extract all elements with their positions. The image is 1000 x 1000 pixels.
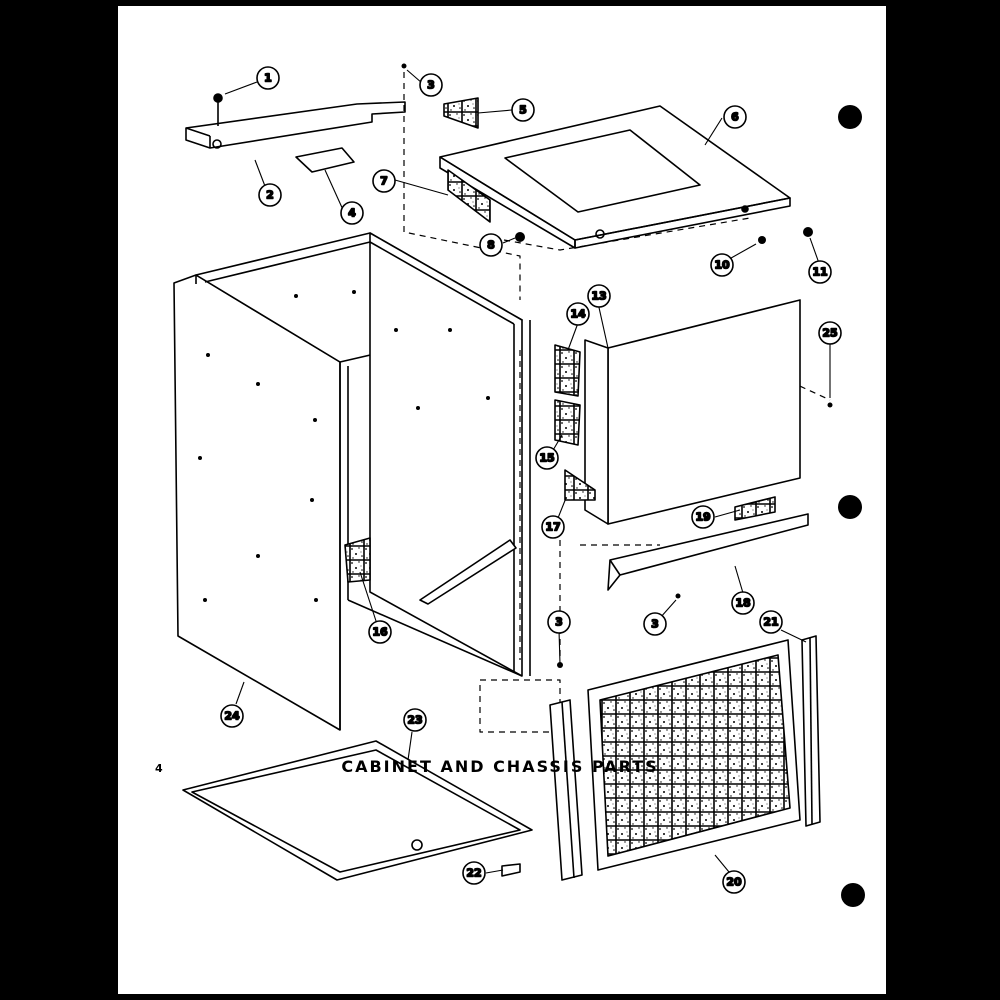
svg-text:11: 11 <box>812 266 827 279</box>
svg-text:10: 10 <box>714 259 730 272</box>
svg-text:1: 1 <box>264 72 272 85</box>
corner-bracket <box>443 97 479 129</box>
front-panel <box>554 299 801 525</box>
callout-21: 21 <box>759 610 783 634</box>
callout-19: 19 <box>691 505 715 529</box>
callout-11: 11 <box>808 260 832 284</box>
base-pan <box>182 740 533 881</box>
callout-6: 6 <box>723 105 747 129</box>
page-title: CABINET AND CHASSIS PARTS <box>341 757 659 776</box>
small-plate <box>295 147 355 173</box>
base-clip <box>501 863 521 877</box>
svg-text:6: 6 <box>731 111 739 124</box>
screws <box>401 63 833 668</box>
svg-text:19: 19 <box>695 511 710 524</box>
svg-text:7: 7 <box>380 175 388 188</box>
callout-25: 25 <box>818 321 842 345</box>
top-panel <box>439 105 791 249</box>
svg-text:23: 23 <box>407 714 422 727</box>
filter-guide-left <box>549 699 583 881</box>
svg-text:4: 4 <box>348 207 356 220</box>
callout-22: 22 <box>462 861 486 885</box>
page-number: 4 <box>155 762 163 775</box>
svg-text:13: 13 <box>591 290 606 303</box>
svg-text:16: 16 <box>372 626 388 639</box>
callout-3-cabinet: 3 <box>547 610 571 634</box>
svg-text:18: 18 <box>735 597 750 610</box>
air-filter <box>587 639 801 871</box>
svg-text:20: 20 <box>726 876 742 889</box>
callout-16: 16 <box>368 620 392 644</box>
svg-text:24: 24 <box>224 710 240 723</box>
callout-23: 23 <box>403 708 427 732</box>
svg-text:25: 25 <box>822 327 837 340</box>
callout-14: 14 <box>566 302 590 326</box>
svg-text:8: 8 <box>487 239 495 252</box>
callout-7: 7 <box>372 169 396 193</box>
svg-text:3: 3 <box>427 79 435 92</box>
callout-17: 17 <box>541 515 565 539</box>
svg-text:5: 5 <box>519 104 527 117</box>
callout-balloons: 1 2 3 4 5 6 7 8 10 11 13 14 15 16 17 18 … <box>220 66 842 894</box>
binder-holes <box>838 105 865 907</box>
svg-text:3: 3 <box>555 616 563 629</box>
callout-20: 20 <box>722 870 746 894</box>
callout-15: 15 <box>535 446 559 470</box>
callout-3-rail: 3 <box>643 612 667 636</box>
svg-text:14: 14 <box>570 308 586 321</box>
callout-2: 2 <box>258 183 282 207</box>
callout-4: 4 <box>340 201 364 225</box>
svg-text:22: 22 <box>466 867 481 880</box>
callout-10: 10 <box>710 253 734 277</box>
callout-24: 24 <box>220 704 244 728</box>
svg-text:17: 17 <box>545 521 560 534</box>
cabinet-shell <box>173 232 531 731</box>
svg-text:15: 15 <box>539 452 554 465</box>
callout-13: 13 <box>587 284 611 308</box>
svg-text:21: 21 <box>763 616 778 629</box>
callout-3-top: 3 <box>419 73 443 97</box>
top-bracket <box>185 93 406 149</box>
callout-18: 18 <box>731 591 755 615</box>
callout-8: 8 <box>479 233 503 257</box>
svg-text:2: 2 <box>266 189 274 202</box>
callout-1: 1 <box>256 66 280 90</box>
filter-guide-right <box>801 635 821 827</box>
lower-rail <box>607 496 809 591</box>
callout-5: 5 <box>511 98 535 122</box>
svg-text:3: 3 <box>651 618 659 631</box>
